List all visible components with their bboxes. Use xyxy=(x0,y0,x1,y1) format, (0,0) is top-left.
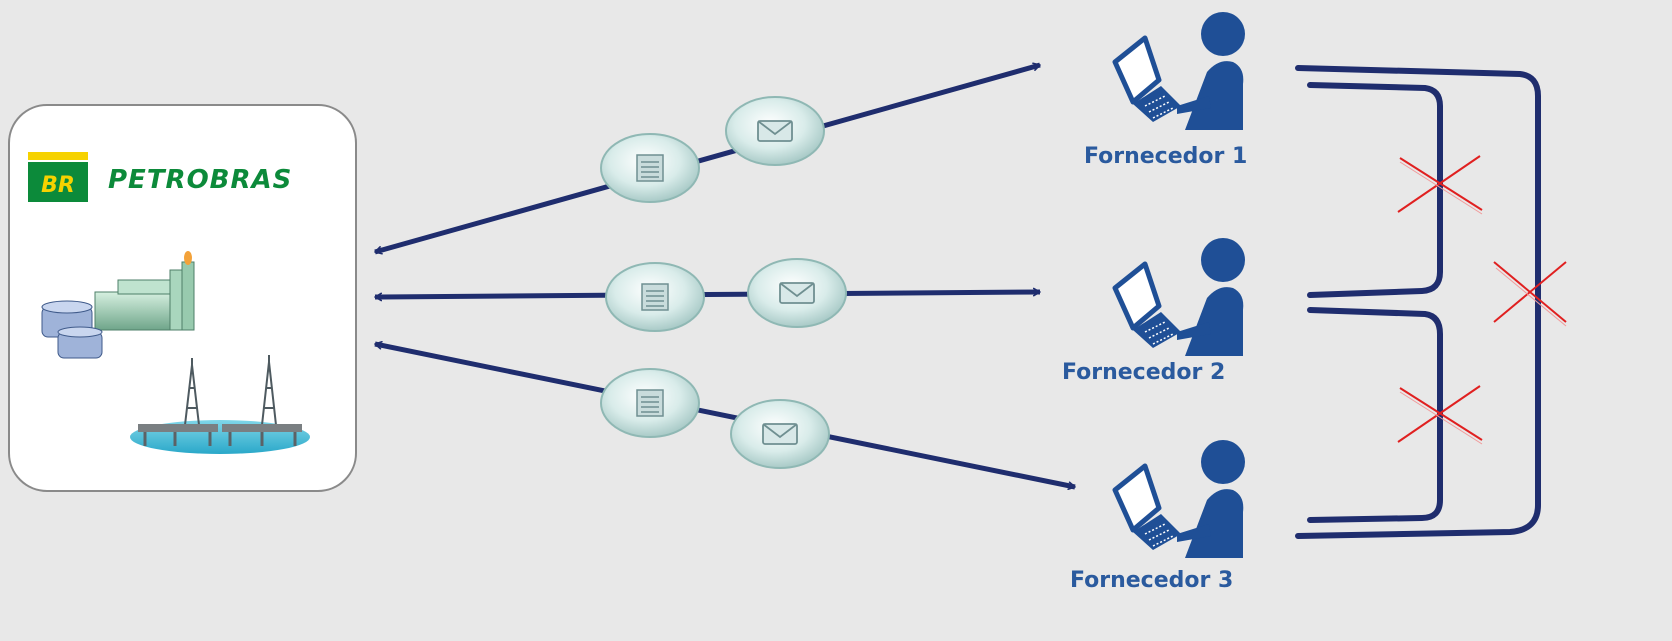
envelope-icon xyxy=(725,96,825,166)
cross-icon xyxy=(1493,261,1567,327)
bracket-2-3 xyxy=(1307,307,1443,523)
arrow-fornecedor-2 xyxy=(374,287,1041,302)
message-arrows xyxy=(374,62,1076,491)
bracket-1-2 xyxy=(1307,82,1443,298)
logo-mark: BR xyxy=(41,173,75,198)
envelope-icon xyxy=(730,399,830,469)
blocked-crosses xyxy=(1397,155,1567,445)
envelope-bubbles xyxy=(725,96,847,469)
document-icon xyxy=(600,133,700,203)
petrobras-logo: BR xyxy=(28,152,88,202)
arrow-fornecedor-1 xyxy=(374,62,1041,255)
supplier-label-3: Fornecedor 3 xyxy=(1070,568,1234,593)
arrow-fornecedor-3 xyxy=(374,340,1076,491)
document-icon xyxy=(605,262,705,332)
document-icon xyxy=(600,368,700,438)
document-bubbles xyxy=(600,133,705,438)
oil-platforms-icon xyxy=(130,355,310,454)
petrobras-card: BR xyxy=(8,104,357,492)
supplier-label-1: Fornecedor 1 xyxy=(1084,144,1248,169)
supplier-brackets xyxy=(1295,65,1541,539)
bracket-1-3 xyxy=(1295,65,1541,539)
person-laptop-icon xyxy=(1112,440,1245,558)
cross-icon xyxy=(1397,155,1483,215)
person-laptop-icon xyxy=(1112,12,1245,130)
supplier-icons xyxy=(1112,12,1245,558)
person-laptop-icon xyxy=(1112,238,1245,356)
supplier-label-2: Fornecedor 2 xyxy=(1062,360,1226,385)
envelope-icon xyxy=(747,258,847,328)
petrobras-logo-text: PETROBRAS xyxy=(108,165,293,195)
cross-icon xyxy=(1397,385,1483,445)
refinery-icon xyxy=(41,251,195,359)
